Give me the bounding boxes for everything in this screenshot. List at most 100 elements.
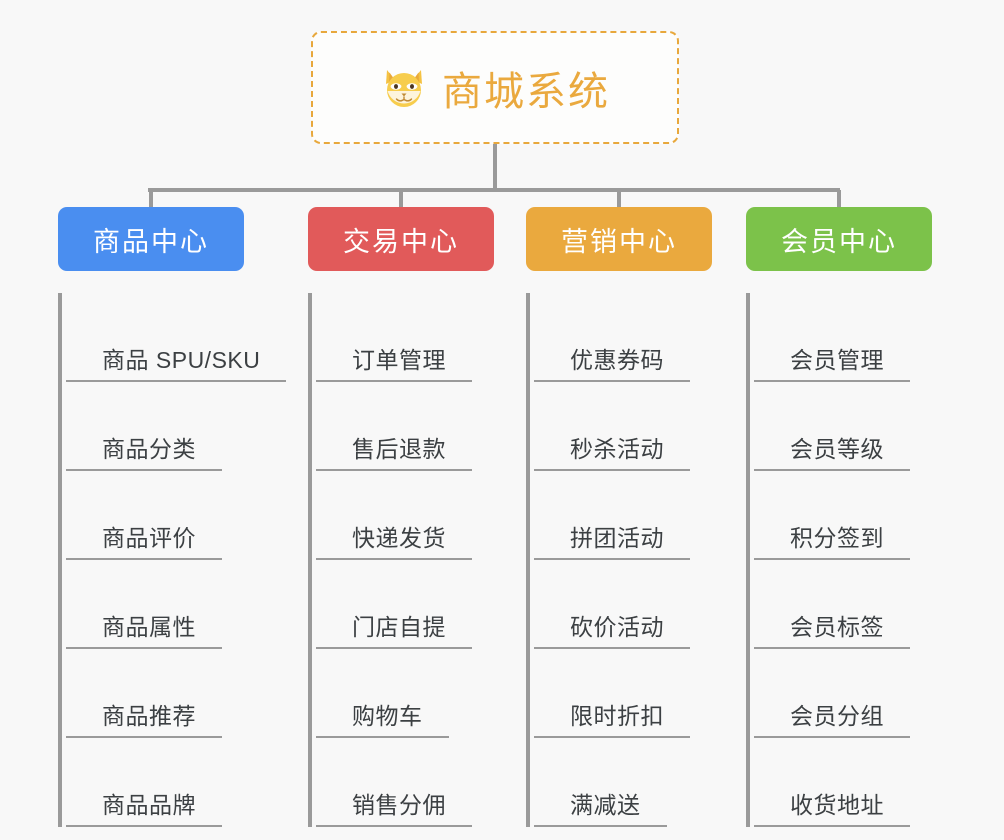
connector-horizontal-bus xyxy=(148,188,840,192)
leaf-item-label: 会员等级 xyxy=(790,436,884,462)
leaf-item-inner: 优惠券码 xyxy=(534,341,690,382)
leaf-item-label: 会员管理 xyxy=(790,347,884,373)
leaf-item-inner: 购物车 xyxy=(316,697,449,738)
connector-drop-marketing-center xyxy=(617,190,621,212)
leaf-item[interactable]: 收货地址 xyxy=(754,738,932,827)
branch-header-label: 会员中心 xyxy=(781,226,897,257)
branch-column-trade-center: 交易中心订单管理售后退款快递发货门店自提购物车销售分佣 xyxy=(308,207,494,827)
branch-items-product-center: 商品 SPU/SKU 商品分类商品评价商品属性商品推荐商品品牌 xyxy=(58,293,287,827)
leaf-item[interactable]: 秒杀活动 xyxy=(534,382,712,471)
leaf-item-label: 快递发货 xyxy=(352,525,446,551)
leaf-item-underline xyxy=(66,736,222,738)
root-node[interactable]: 商城系统 xyxy=(311,31,679,144)
leaf-item-label: 商品品牌 xyxy=(102,792,196,818)
leaf-item-inner: 秒杀活动 xyxy=(534,430,690,471)
leaf-item[interactable]: 订单管理 xyxy=(316,293,494,382)
connector-drop-trade-center xyxy=(399,190,403,212)
leaf-item-inner: 门店自提 xyxy=(316,608,472,649)
branch-header-trade-center[interactable]: 交易中心 xyxy=(308,207,494,271)
leaf-item-inner: 收货地址 xyxy=(754,786,910,827)
leaf-item-underline xyxy=(316,736,449,738)
leaf-item-underline xyxy=(66,647,222,649)
connector-root-stem xyxy=(493,144,497,190)
leaf-item[interactable]: 门店自提 xyxy=(316,560,494,649)
leaf-item[interactable]: 商品评价 xyxy=(66,471,244,560)
leaf-item[interactable]: 砍价活动 xyxy=(534,560,712,649)
leaf-item-inner: 售后退款 xyxy=(316,430,472,471)
leaf-item-inner: 销售分佣 xyxy=(316,786,472,827)
leaf-item-underline xyxy=(534,380,690,382)
leaf-item-label: 收货地址 xyxy=(790,792,884,818)
leaf-item-label: 限时折扣 xyxy=(570,703,664,729)
leaf-item[interactable]: 会员等级 xyxy=(754,382,932,471)
leaf-item[interactable]: 限时折扣 xyxy=(534,649,712,738)
leaf-item-inner: 会员分组 xyxy=(754,697,910,738)
branch-column-member-center: 会员中心会员管理会员等级积分签到会员标签会员分组收货地址 xyxy=(746,207,932,827)
root-title: 商城系统 xyxy=(442,69,610,114)
leaf-item-label: 会员标签 xyxy=(790,614,884,640)
branch-items-member-center: 会员管理会员等级积分签到会员标签会员分组收货地址 xyxy=(746,293,932,827)
leaf-item-inner: 会员等级 xyxy=(754,430,910,471)
leaf-item-label: 销售分佣 xyxy=(352,792,446,818)
leaf-item-label: 积分签到 xyxy=(790,525,884,551)
leaf-item[interactable]: 商品分类 xyxy=(66,382,244,471)
shiba-dog-face-icon xyxy=(380,64,428,112)
leaf-item[interactable]: 销售分佣 xyxy=(316,738,494,827)
leaf-item-label: 秒杀活动 xyxy=(570,436,664,462)
leaf-item-underline xyxy=(754,736,910,738)
leaf-item[interactable]: 商品推荐 xyxy=(66,649,244,738)
leaf-item-inner: 积分签到 xyxy=(754,519,910,560)
leaf-item[interactable]: 售后退款 xyxy=(316,382,494,471)
branch-header-member-center[interactable]: 会员中心 xyxy=(746,207,932,271)
leaf-item[interactable]: 会员标签 xyxy=(754,560,932,649)
leaf-item-underline xyxy=(534,558,690,560)
leaf-item-inner: 商品分类 xyxy=(66,430,222,471)
leaf-item[interactable]: 商品品牌 xyxy=(66,738,244,827)
leaf-item-underline xyxy=(534,647,690,649)
leaf-item-inner: 会员管理 xyxy=(754,341,910,382)
leaf-item[interactable]: 积分签到 xyxy=(754,471,932,560)
leaf-item[interactable]: 商品 SPU/SKU xyxy=(66,293,287,382)
leaf-item-label: 优惠券码 xyxy=(570,347,664,373)
leaf-item[interactable]: 满减送 xyxy=(534,738,712,827)
leaf-item[interactable]: 会员管理 xyxy=(754,293,932,382)
leaf-item[interactable]: 快递发货 xyxy=(316,471,494,560)
branch-header-marketing-center[interactable]: 营销中心 xyxy=(526,207,712,271)
leaf-item-underline xyxy=(66,380,287,382)
leaf-item[interactable]: 商品属性 xyxy=(66,560,244,649)
leaf-item-label: 会员分组 xyxy=(790,703,884,729)
leaf-item-underline xyxy=(754,380,910,382)
leaf-item[interactable]: 优惠券码 xyxy=(534,293,712,382)
leaf-item-underline xyxy=(754,469,910,471)
leaf-item-label: 商品 SPU/SKU xyxy=(102,347,261,373)
branch-header-label: 商品中心 xyxy=(93,226,209,257)
leaf-item-inner: 满减送 xyxy=(534,786,667,827)
leaf-item-underline xyxy=(754,647,910,649)
connector-drop-product-center xyxy=(149,190,153,212)
leaf-item-inner: 会员标签 xyxy=(754,608,910,649)
leaf-item-inner: 商品推荐 xyxy=(66,697,222,738)
leaf-item-underline xyxy=(534,469,690,471)
branch-items-marketing-center: 优惠券码秒杀活动拼团活动砍价活动限时折扣满减送 xyxy=(526,293,712,827)
leaf-item-underline xyxy=(754,825,910,827)
leaf-item[interactable]: 购物车 xyxy=(316,649,494,738)
leaf-item-label: 订单管理 xyxy=(352,347,446,373)
leaf-item-inner: 快递发货 xyxy=(316,519,472,560)
leaf-item[interactable]: 拼团活动 xyxy=(534,471,712,560)
branch-items-trade-center: 订单管理售后退款快递发货门店自提购物车销售分佣 xyxy=(308,293,494,827)
leaf-item-inner: 限时折扣 xyxy=(534,697,690,738)
leaf-item-underline xyxy=(754,558,910,560)
leaf-item-label: 购物车 xyxy=(352,703,423,729)
leaf-item-label: 商品属性 xyxy=(102,614,196,640)
leaf-item-label: 砍价活动 xyxy=(570,614,664,640)
leaf-item-underline xyxy=(534,825,667,827)
leaf-item[interactable]: 会员分组 xyxy=(754,649,932,738)
leaf-item-inner: 商品属性 xyxy=(66,608,222,649)
leaf-item-inner: 商品评价 xyxy=(66,519,222,560)
leaf-item-label: 拼团活动 xyxy=(570,525,664,551)
leaf-item-underline xyxy=(316,647,472,649)
branch-header-label: 营销中心 xyxy=(561,226,677,257)
leaf-item-underline xyxy=(316,558,472,560)
branch-header-product-center[interactable]: 商品中心 xyxy=(58,207,244,271)
